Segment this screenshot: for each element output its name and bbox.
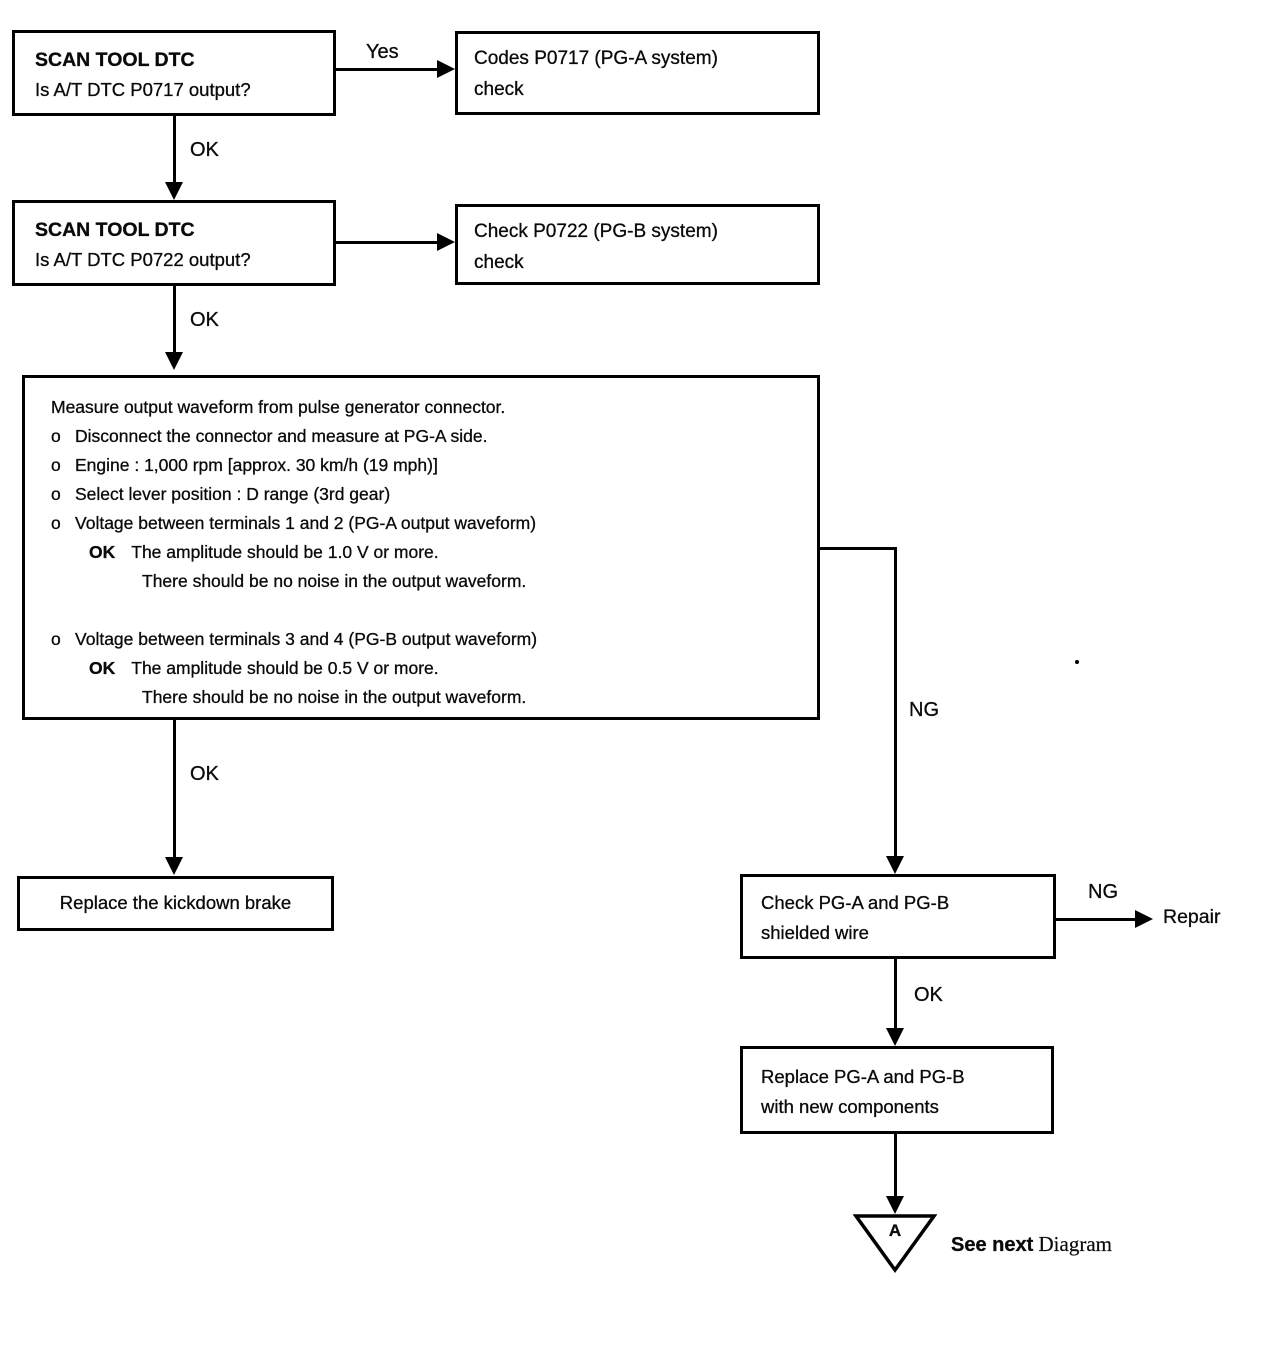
step1-scan-tool-dtc-p0717-box: SCAN TOOL DTC Is A/T DTC P0717 output?: [12, 30, 336, 116]
arrowhead-down-icon: [886, 1196, 904, 1214]
result1-line2: check: [474, 79, 524, 100]
ok-label-4: OK: [914, 984, 943, 1006]
kickdown-label: Replace the kickdown brake: [59, 892, 292, 913]
measure-line: There should be no noise in the output w…: [142, 687, 527, 707]
result1-line1: Codes P0717 (PG-A system): [474, 48, 718, 69]
replace-pg-components-box: Replace PG-A and PG-B with new component…: [740, 1046, 1054, 1134]
stray-dot: [1075, 660, 1079, 664]
see-next-serif-text: Diagram: [1033, 1232, 1112, 1256]
ok-label-1: OK: [190, 139, 219, 161]
connector-line: [820, 547, 897, 550]
check-wire-line2: shielded wire: [761, 922, 869, 943]
arrowhead-down-icon: [886, 1028, 904, 1046]
measure-line: There should be no noise in the output w…: [142, 571, 527, 591]
connector-a-triangle-icon: A: [852, 1214, 938, 1274]
measure-line-blank: [51, 596, 817, 625]
arrowhead-right-icon: [437, 233, 455, 251]
connector-line: [173, 720, 176, 860]
result2-check-p0722-box: Check P0722 (PG-B system) check: [455, 204, 820, 285]
connector-line: [894, 959, 897, 1031]
step1-question: Is A/T DTC P0717 output?: [35, 79, 251, 100]
connector-line: [173, 286, 176, 356]
connector-line: [894, 547, 897, 859]
replace-pg-line1: Replace PG-A and PG-B: [761, 1066, 965, 1087]
step2-question: Is A/T DTC P0722 output?: [35, 249, 251, 270]
measure-line: Measure output waveform from pulse gener…: [51, 397, 506, 417]
ok-label-3: OK: [190, 763, 219, 785]
check-wire-line1: Check PG-A and PG-B: [761, 892, 950, 913]
arrowhead-right-icon: [1135, 910, 1153, 928]
arrowhead-down-icon: [165, 857, 183, 875]
connector-line: [1056, 918, 1136, 921]
yes-label: Yes: [366, 41, 399, 63]
arrowhead-down-icon: [886, 856, 904, 874]
arrowhead-right-icon: [437, 60, 455, 78]
connector-line: [336, 241, 438, 244]
step1-title: SCAN TOOL DTC: [35, 49, 195, 71]
result2-line1: Check P0722 (PG-B system): [474, 221, 718, 242]
result1-codes-p0717-box: Codes P0717 (PG-A system) check: [455, 31, 820, 115]
replace-kickdown-brake-box: Replace the kickdown brake: [17, 876, 334, 931]
see-next-bold-text: See next: [951, 1234, 1034, 1256]
repair-label: Repair: [1163, 906, 1221, 928]
connector-line: [173, 116, 176, 186]
connector-line: [336, 68, 438, 71]
ok-label-2: OK: [190, 309, 219, 331]
step2-scan-tool-dtc-p0722-box: SCAN TOOL DTC Is A/T DTC P0722 output?: [12, 200, 336, 286]
ng-label-1: NG: [909, 699, 939, 721]
connector-a-letter: A: [888, 1221, 902, 1240]
ng-label-2: NG: [1088, 881, 1118, 903]
see-next-diagram-label: See next Diagram: [951, 1232, 1112, 1257]
step2-title: SCAN TOOL DTC: [35, 219, 195, 241]
replace-pg-line2: with new components: [761, 1096, 939, 1117]
check-shielded-wire-box: Check PG-A and PG-B shielded wire: [740, 874, 1056, 959]
result2-line2: check: [474, 252, 524, 273]
measure-waveform-box: Measure output waveform from pulse gener…: [22, 375, 820, 720]
connector-line: [894, 1134, 897, 1200]
arrowhead-down-icon: [165, 352, 183, 370]
arrowhead-down-icon: [165, 182, 183, 200]
